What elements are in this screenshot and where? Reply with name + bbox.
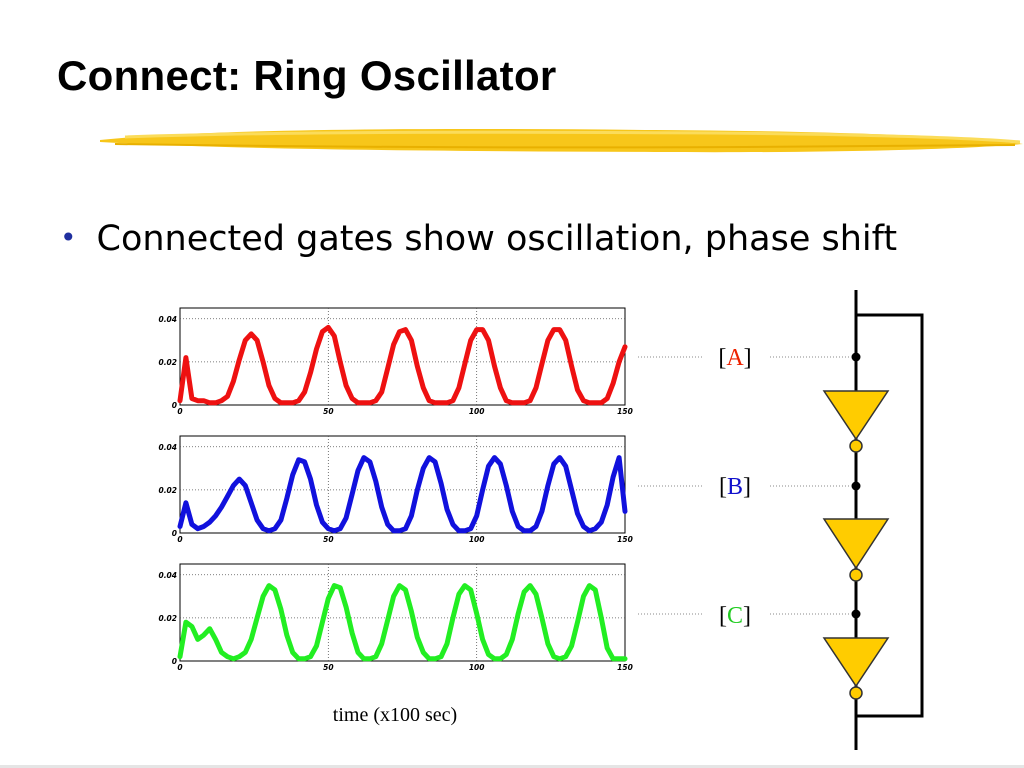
x-tick-label: 150 <box>617 535 633 544</box>
node-label-c: [C] <box>719 603 751 629</box>
node-a-dot <box>851 352 861 362</box>
series-line-c <box>177 583 628 662</box>
series-line-a <box>177 324 628 406</box>
bullet-item: • Connected gates show oscillation, phase… <box>60 219 897 259</box>
bullet-text: Connected gates show oscillation, phase … <box>96 219 898 259</box>
footer-divider <box>0 765 1024 768</box>
x-tick-label: 100 <box>469 407 485 416</box>
y-tick-label: 0.04 <box>158 315 177 324</box>
y-tick-label: 0.04 <box>158 443 177 452</box>
inverter-gate-3 <box>822 637 890 700</box>
bullet-dot-icon: • <box>60 221 77 254</box>
y-tick-label: 0 <box>172 529 177 538</box>
x-tick-label: 0 <box>177 535 182 544</box>
plot-c: 0 0.02 0.04 0 50 100 150 <box>158 563 633 672</box>
node-label-a: [A] <box>718 345 751 371</box>
x-axis-label: time (x100 sec) <box>332 704 458 726</box>
y-tick-label: 0.02 <box>158 614 177 623</box>
y-tick-label: 0.04 <box>158 571 177 580</box>
x-tick-label: 50 <box>323 535 333 544</box>
y-tick-label: 0.02 <box>158 486 177 495</box>
y-tick-label: 0 <box>172 401 177 410</box>
node-letter-a: A <box>726 345 744 371</box>
node-label-b: [B] <box>719 474 751 500</box>
series-line-b <box>177 455 628 534</box>
y-tick-label: 0.02 <box>158 358 177 367</box>
x-tick-label: 0 <box>177 663 182 672</box>
inverter-gate-1 <box>822 390 890 453</box>
plot-a: 0 0.02 0.04 0 50 100 150 <box>158 307 633 416</box>
plot-b: 0 0.02 0.04 0 50 100 150 <box>158 435 633 544</box>
plot-frame <box>179 307 626 406</box>
node-letter-b: B <box>727 474 743 500</box>
inverter-gate-2 <box>822 518 890 582</box>
slide-title: Connect: Ring Oscillator <box>57 52 557 99</box>
node-b-dot <box>851 481 861 491</box>
y-tick-label: 0 <box>172 657 177 666</box>
ring-oscillator-circuit: [A] [B] [C] <box>638 290 924 750</box>
x-tick-label: 150 <box>617 663 633 672</box>
x-tick-label: 100 <box>469 535 485 544</box>
feedback-wire <box>856 313 924 718</box>
node-letter-c: C <box>727 603 743 629</box>
node-c-dot <box>851 609 861 619</box>
x-tick-label: 100 <box>469 663 485 672</box>
x-tick-label: 0 <box>177 407 182 416</box>
title-underline-brush <box>100 129 1023 153</box>
waveform-plots: 0 0.02 0.04 0 50 100 150 0 0.02 0.04 0 50 100 150 0 0.0… <box>158 307 633 672</box>
x-tick-label: 50 <box>323 407 333 416</box>
x-tick-label: 50 <box>323 663 333 672</box>
x-tick-label: 150 <box>617 407 633 416</box>
